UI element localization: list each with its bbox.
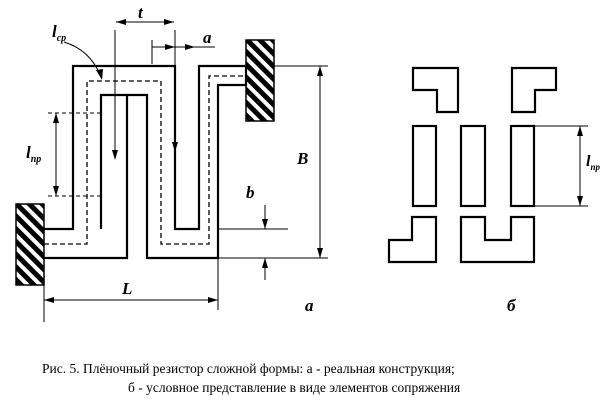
dim-b-arrow-top <box>262 219 268 229</box>
dim-a-label: a <box>203 28 212 47</box>
caption-line-2: б - условное представление в виде элемен… <box>128 380 461 395</box>
element-top-right-corner <box>510 66 558 114</box>
dim-b-label: b <box>246 183 255 202</box>
dim-b-arrow-bottom <box>262 258 268 268</box>
meander-outline-inner <box>99 93 127 229</box>
label-l-cp-arrow <box>96 69 103 80</box>
contact-pad-bottom-left <box>15 203 45 286</box>
dim-t-label: t <box>138 3 144 22</box>
dim-B-arrow-bottom <box>317 248 323 258</box>
dim-lnp-right-arrow-top <box>577 126 583 136</box>
resistor-element-representation <box>387 66 558 264</box>
dim-B-arrow-top <box>317 66 323 76</box>
meander-outline-outer <box>44 64 248 260</box>
element-top-left-corner <box>411 66 460 114</box>
dim-t-arrow-left <box>116 19 126 25</box>
dim-a-arrow-left <box>165 44 175 50</box>
element-mid-left-bar <box>411 124 438 208</box>
label-l-cp: lср <box>52 22 66 44</box>
figure-a-label: а <box>305 296 314 315</box>
axis-arrow-arm-1 <box>112 150 118 160</box>
dim-a-arrow-right <box>185 44 195 50</box>
dim-L-label: L <box>121 279 132 298</box>
label-l-np-right: lпр <box>586 153 600 172</box>
figure-b-label: б <box>507 296 517 315</box>
dim-lnp-arrow-bottom <box>53 186 59 196</box>
dim-t-arrow-right <box>164 19 174 25</box>
element-bottom-left-corner <box>387 215 438 264</box>
resistor-real-construction: t a lср lпр B b <box>15 3 328 322</box>
dim-B-label: B <box>296 149 308 168</box>
element-mid-center-bar <box>459 124 487 208</box>
dim-L-arrow-right <box>208 297 218 303</box>
dim-L-arrow-left <box>44 297 54 303</box>
label-l-np: lпр <box>26 143 41 165</box>
axis-arrow-arm-2 <box>172 142 178 152</box>
element-mid-right-bar <box>509 124 536 208</box>
label-l-cp-leader <box>63 41 101 76</box>
element-bottom-center-u <box>459 215 536 264</box>
caption-line-1: Рис. 5. Плёночный резистор сложной формы… <box>42 361 455 376</box>
dim-lnp-right-arrow-bottom <box>577 196 583 206</box>
contact-pad-top-right <box>245 39 275 122</box>
dim-lnp-right: lпр <box>534 125 600 207</box>
dim-lnp-arrow-top <box>53 113 59 123</box>
mean-line <box>44 75 246 245</box>
